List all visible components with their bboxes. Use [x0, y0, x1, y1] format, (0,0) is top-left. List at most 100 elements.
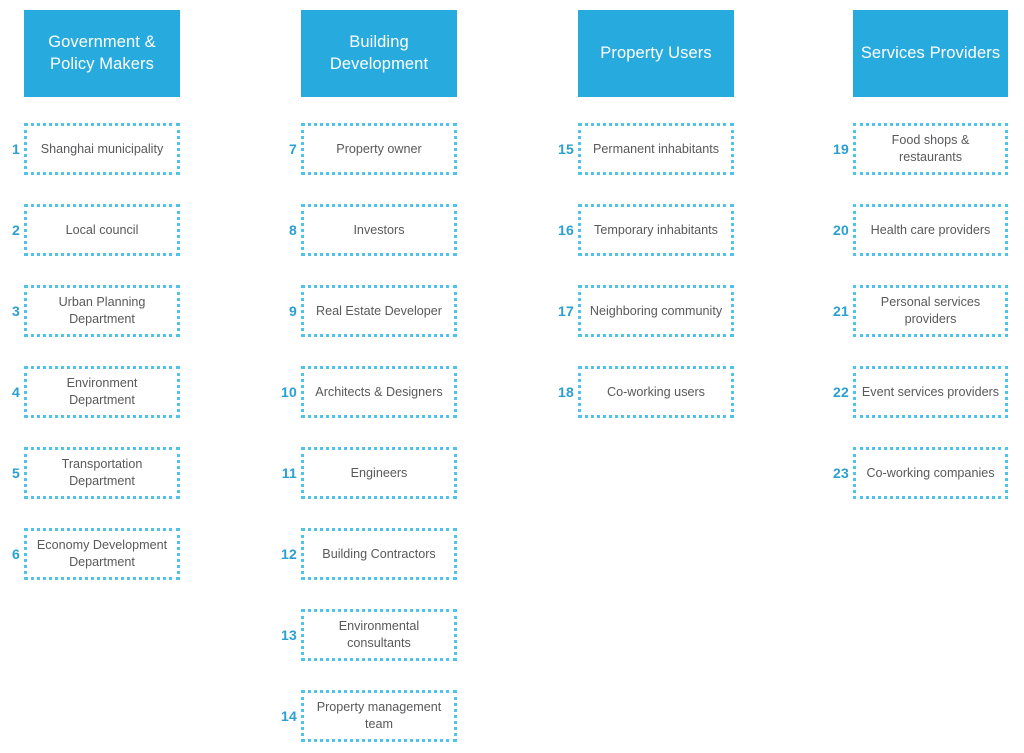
item-number: 15 [558, 141, 574, 157]
item-label: Building Contractors [322, 546, 436, 561]
stakeholder-item: 11 Engineers [277, 447, 472, 499]
column-2: Property Users 15 Permanent inhabitants 16 T… [554, 0, 749, 753]
item-number: 22 [833, 384, 849, 400]
item-number: 20 [833, 222, 849, 238]
item-label: Architects & Designers [315, 384, 443, 399]
item-label: Local council [65, 222, 139, 237]
stakeholder-item: 23 Co-working companies [829, 447, 1024, 499]
item-number: 11 [281, 465, 297, 481]
item-label: Real Estate Developer [315, 303, 442, 318]
column-0: Government & Policy Makers 1 Shanghai muni… [0, 0, 195, 753]
stakeholder-item: 9 Real Estate Developer [277, 285, 472, 337]
stakeholder-item: 12 Building Contractors [277, 528, 472, 580]
item-box: Event services providers [853, 366, 1008, 418]
item-box: Health care providers [853, 204, 1008, 256]
item-number: 23 [833, 465, 849, 481]
item-box: Shanghai municipality [24, 123, 180, 175]
item-label: Permanent inhabitants [592, 141, 720, 156]
item-label: Shanghai municipality [40, 141, 164, 156]
item-box: Neighboring community [578, 285, 734, 337]
item-label: Environment Department [66, 376, 138, 407]
item-label: Temporary inhabitants [594, 222, 718, 237]
item-label: Urban Planning Department [58, 295, 146, 326]
column-header-2: Property Users [578, 10, 734, 97]
column-header-0: Government & Policy Makers [24, 10, 180, 97]
stakeholder-item: 2 Local council [0, 204, 195, 256]
item-box: Property management team [301, 690, 457, 742]
column-header-label: Services Providers [860, 43, 1001, 62]
item-number: 9 [289, 303, 297, 319]
item-box: Food shops & restaurants [853, 123, 1008, 175]
item-number: 12 [281, 546, 297, 562]
item-box: Building Contractors [301, 528, 457, 580]
item-number: 14 [281, 708, 297, 724]
column-1: Building Development 7 Property owner 8 Inve… [277, 0, 472, 753]
stakeholder-item: 8 Investors [277, 204, 472, 256]
column-header-3: Services Providers [853, 10, 1008, 97]
stakeholder-item: 5 Transportation Department [0, 447, 195, 499]
item-number: 18 [558, 384, 574, 400]
item-box: Real Estate Developer [301, 285, 457, 337]
stakeholder-item: 21 Personal services providers [829, 285, 1024, 337]
item-box: Permanent inhabitants [578, 123, 734, 175]
item-number: 2 [12, 222, 20, 238]
item-number: 1 [12, 141, 20, 157]
item-box: Transportation Department [24, 447, 180, 499]
item-label: Property owner [336, 141, 422, 156]
item-label: Health care providers [870, 222, 991, 237]
column-header-label: Property Users [600, 43, 712, 62]
item-number: 17 [558, 303, 574, 319]
item-label: Investors [353, 222, 405, 237]
item-number: 10 [281, 384, 297, 400]
item-box: Environmental consultants [301, 609, 457, 661]
stakeholder-item: 19 Food shops & restaurants [829, 123, 1024, 175]
item-box: Investors [301, 204, 457, 256]
stakeholder-item: 3 Urban Planning Department [0, 285, 195, 337]
column-header-1: Building Development [301, 10, 457, 97]
stakeholder-item: 17 Neighboring community [554, 285, 749, 337]
stakeholder-item: 18 Co-working users [554, 366, 749, 418]
stakeholder-item: 4 Environment Department [0, 366, 195, 418]
stakeholder-item: 15 Permanent inhabitants [554, 123, 749, 175]
item-number: 6 [12, 546, 20, 562]
item-label: Co-working companies [866, 465, 995, 480]
item-box: Environment Department [24, 366, 180, 418]
item-number: 13 [281, 627, 297, 643]
item-box: Property owner [301, 123, 457, 175]
item-label: Transportation Department [61, 457, 143, 488]
stakeholder-item: 16 Temporary inhabitants [554, 204, 749, 256]
item-label: Co-working users [607, 384, 705, 399]
item-number: 5 [12, 465, 20, 481]
item-label: Personal services providers [880, 295, 981, 326]
column-header-label: Government & Policy Makers [48, 32, 156, 73]
item-label: Event services providers [861, 384, 1000, 399]
item-label: Property management team [316, 700, 442, 731]
item-number: 16 [558, 222, 574, 238]
item-number: 7 [289, 141, 297, 157]
item-box: Co-working users [578, 366, 734, 418]
column-3: Services Providers 19 Food shops & restaur… [829, 0, 1024, 753]
item-number: 8 [289, 222, 297, 238]
stakeholder-item: 7 Property owner [277, 123, 472, 175]
item-number: 19 [833, 141, 849, 157]
item-box: Urban Planning Department [24, 285, 180, 337]
stakeholder-item: 10 Architects & Designers [277, 366, 472, 418]
item-label: Economy Development Department [36, 538, 168, 569]
item-number: 4 [12, 384, 20, 400]
stakeholder-item: 13 Environmental consultants [277, 609, 472, 661]
item-label: Engineers [350, 465, 408, 480]
item-number: 3 [12, 303, 20, 319]
column-header-label: Building Development [329, 32, 429, 73]
item-label: Neighboring community [589, 303, 723, 318]
stakeholder-item: 20 Health care providers [829, 204, 1024, 256]
item-box: Co-working companies [853, 447, 1008, 499]
item-box: Personal services providers [853, 285, 1008, 337]
stakeholder-item: 14 Property management team [277, 690, 472, 742]
item-label: Environmental consultants [338, 619, 420, 650]
item-box: Temporary inhabitants [578, 204, 734, 256]
item-box: Architects & Designers [301, 366, 457, 418]
item-number: 21 [833, 303, 849, 319]
stakeholder-item: 22 Event services providers [829, 366, 1024, 418]
item-label: Food shops & restaurants [891, 133, 970, 164]
